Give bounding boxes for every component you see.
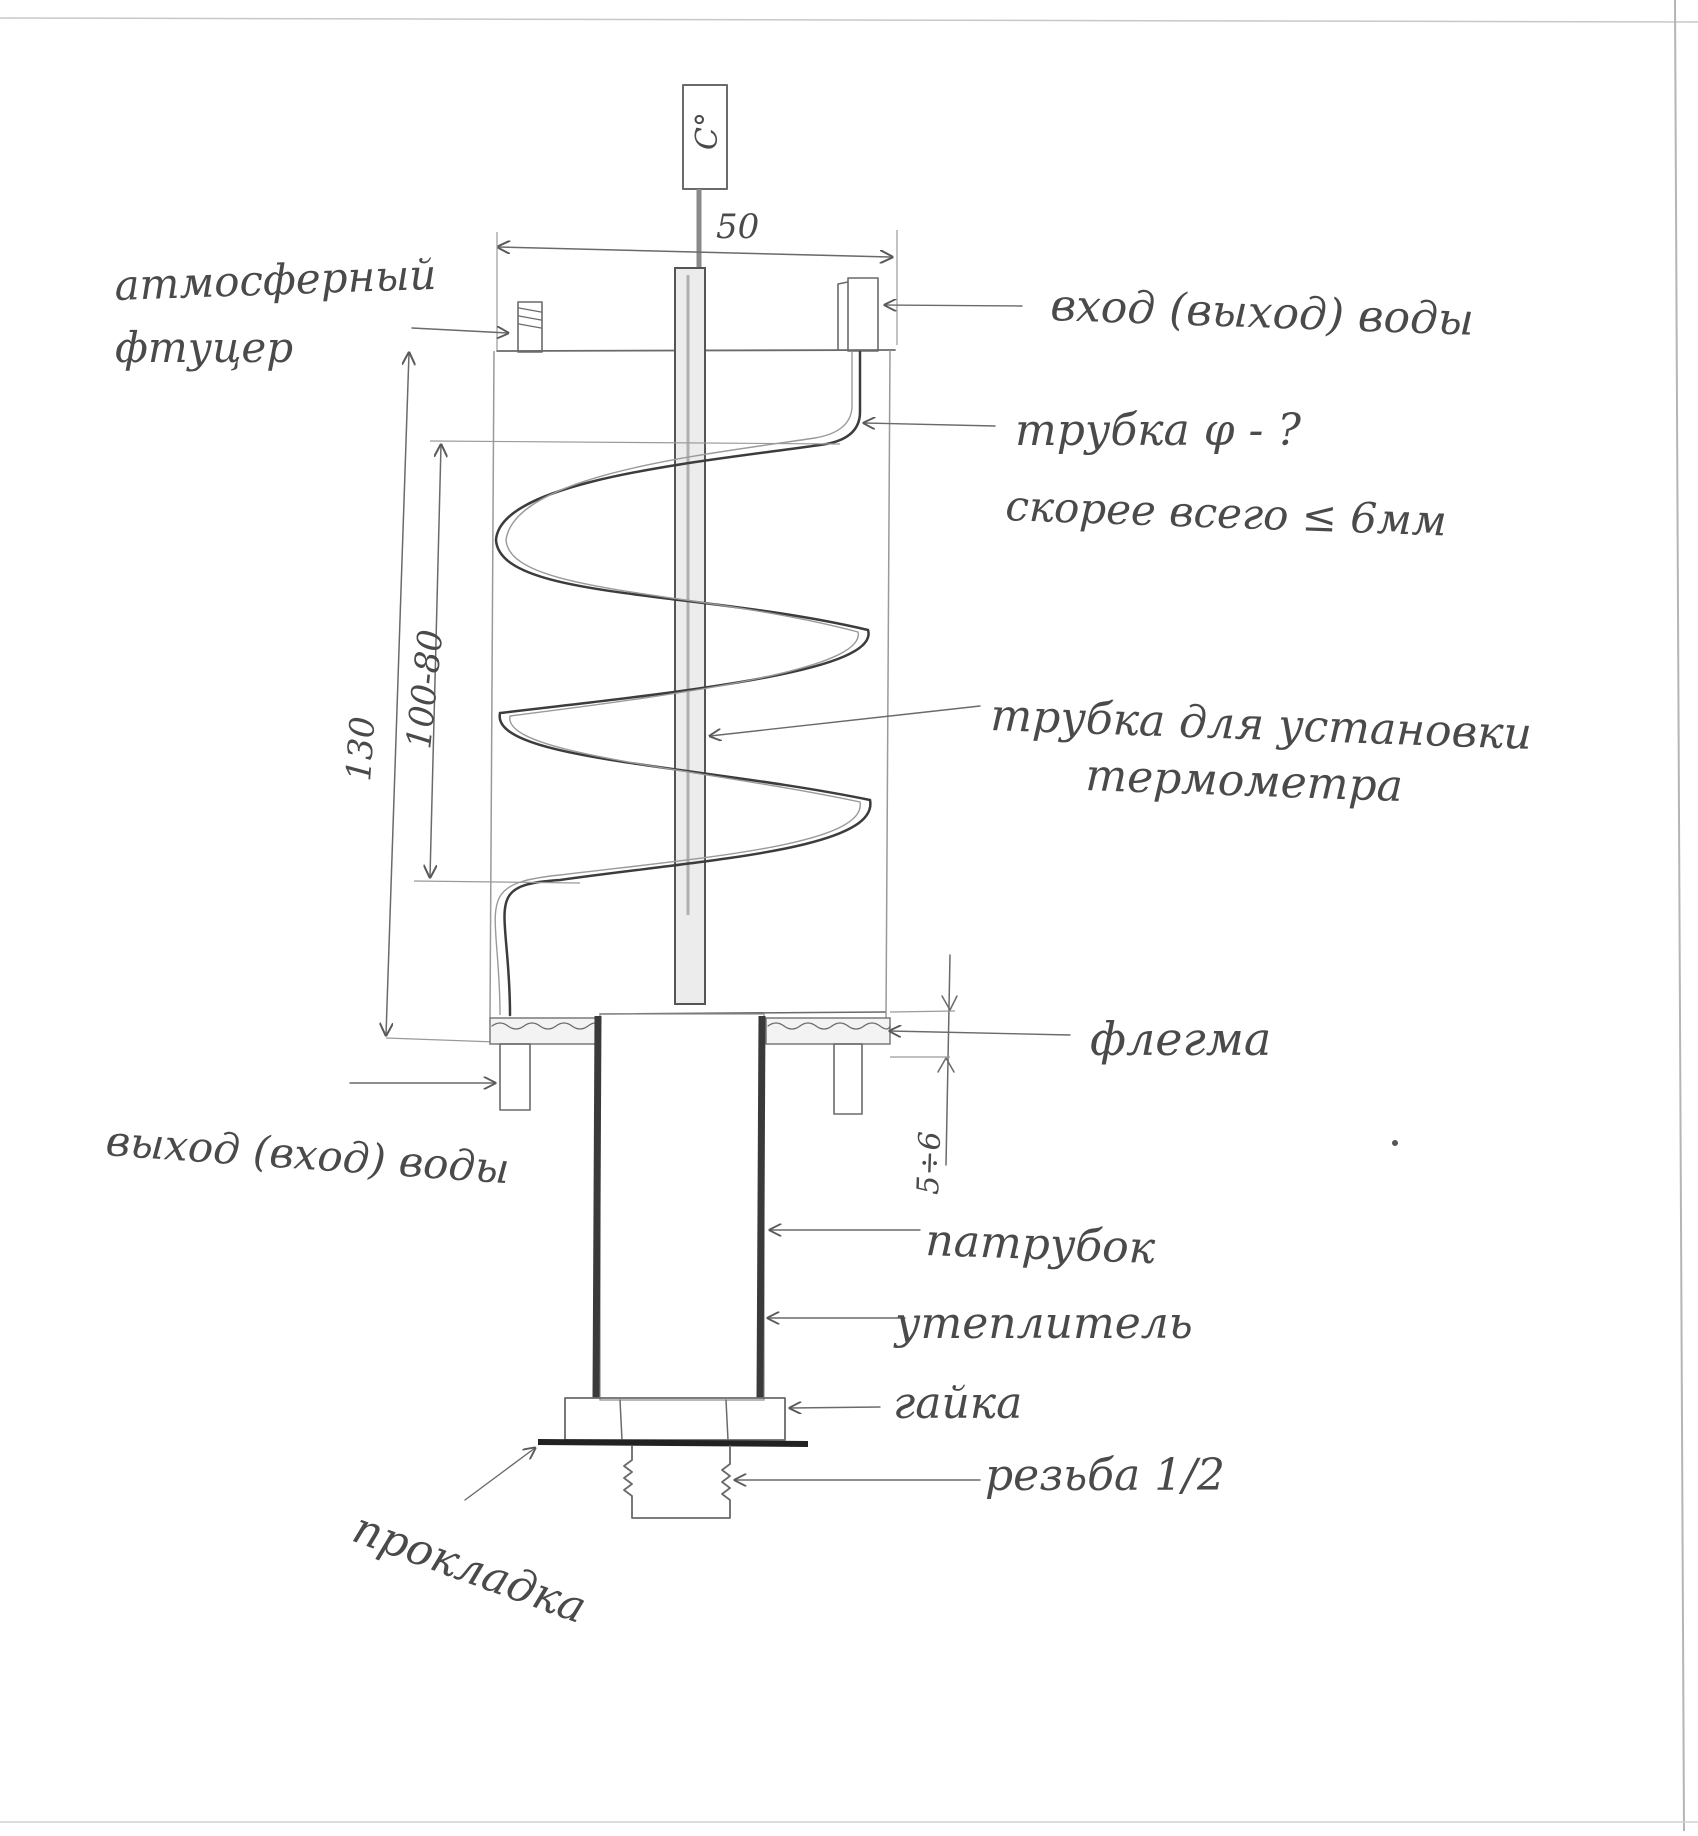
width-dimension-value: 50 [716, 207, 759, 247]
width-dimension-line [498, 247, 892, 257]
water-bottom-fitting-left [499, 1043, 531, 1111]
insulation-right [756, 1015, 766, 1399]
total-height-dimension [386, 353, 409, 1035]
nut [564, 1397, 786, 1441]
leader-nut [790, 1407, 881, 1408]
nut-face-right [725, 1399, 729, 1441]
label-tube-diameter-2: скорее всего ≤ 6мм [1005, 481, 1448, 545]
label-gasket: прокладка [346, 1502, 593, 1633]
paper-edge-right [1674, 0, 1685, 1832]
leader-tube-diameter [864, 423, 996, 426]
leader-water-top [885, 305, 1023, 306]
phlegm-layer-right [765, 1017, 891, 1045]
vessel-wall-left [489, 350, 495, 1019]
cooling-coil-inner-edge [494, 352, 861, 1016]
atm-fitting-body [517, 301, 543, 353]
label-tube-diameter-1: трубка φ - ? [1015, 405, 1301, 456]
pipe-body [599, 1013, 765, 1401]
coil-top-extension [429, 440, 841, 445]
label-thread: резьба 1/2 [985, 1450, 1225, 1501]
phlegm-height-value: 5÷6 [911, 1131, 948, 1195]
leader-thermo-tube [710, 705, 981, 736]
label-water-out-bottom: выход (вход) воды [104, 1116, 511, 1193]
label-pipe: патрубок [925, 1215, 1157, 1274]
label-nut: гайка [893, 1378, 1022, 1429]
cooling-coil [494, 350, 872, 1017]
vessel-wall-right [885, 349, 891, 1019]
water-top-fitting-collar [837, 281, 849, 351]
leader-gasket [464, 1448, 535, 1501]
thermometer-unit-label: C° [690, 112, 725, 150]
total-height-value: 130 [339, 715, 383, 783]
phlegm-outlet-fitting [833, 1043, 863, 1115]
leader-phlegm [890, 1031, 1071, 1035]
paper-edge-top [0, 17, 1698, 23]
phlegm-layer-left [489, 1017, 601, 1045]
thread-fitting [623, 1445, 731, 1519]
coil-height-dimension [430, 445, 441, 877]
pencil-dot [1392, 1140, 1398, 1146]
label-phlegm: флегма [1090, 1012, 1271, 1066]
thermometer-head [682, 84, 728, 190]
phlegm-dim-arrow-top [941, 995, 958, 1011]
label-thermo-tube-1: трубка для установки [990, 690, 1533, 760]
leader-atm-fitting [411, 328, 508, 333]
water-top-fitting [847, 277, 879, 352]
label-atm-fitting-2: фтуцер [115, 323, 293, 372]
coil-height-value: 100-80 [399, 628, 451, 751]
phlegm-dim-extension-top [889, 1010, 956, 1013]
thermometer-well-tube [674, 267, 706, 1005]
phlegm-wave-right [767, 1022, 891, 1030]
atm-fitting-thread [518, 307, 542, 329]
gasket [537, 1439, 809, 1447]
total-height-bottom-extension [385, 1037, 497, 1043]
label-insulation: утеплитель [893, 1298, 1193, 1349]
label-atm-fitting-1: атмосферный [114, 250, 438, 310]
nut-face-left [619, 1399, 623, 1441]
label-thermo-tube-2: термометра [1085, 750, 1404, 812]
phlegm-dim-arrow-bottom [937, 1057, 955, 1073]
phlegm-wave-left [491, 1022, 601, 1030]
label-water-in-top: вход (выход) воды [1050, 280, 1475, 346]
coil-bottom-extension [413, 880, 581, 884]
insulation-left [592, 1015, 602, 1399]
